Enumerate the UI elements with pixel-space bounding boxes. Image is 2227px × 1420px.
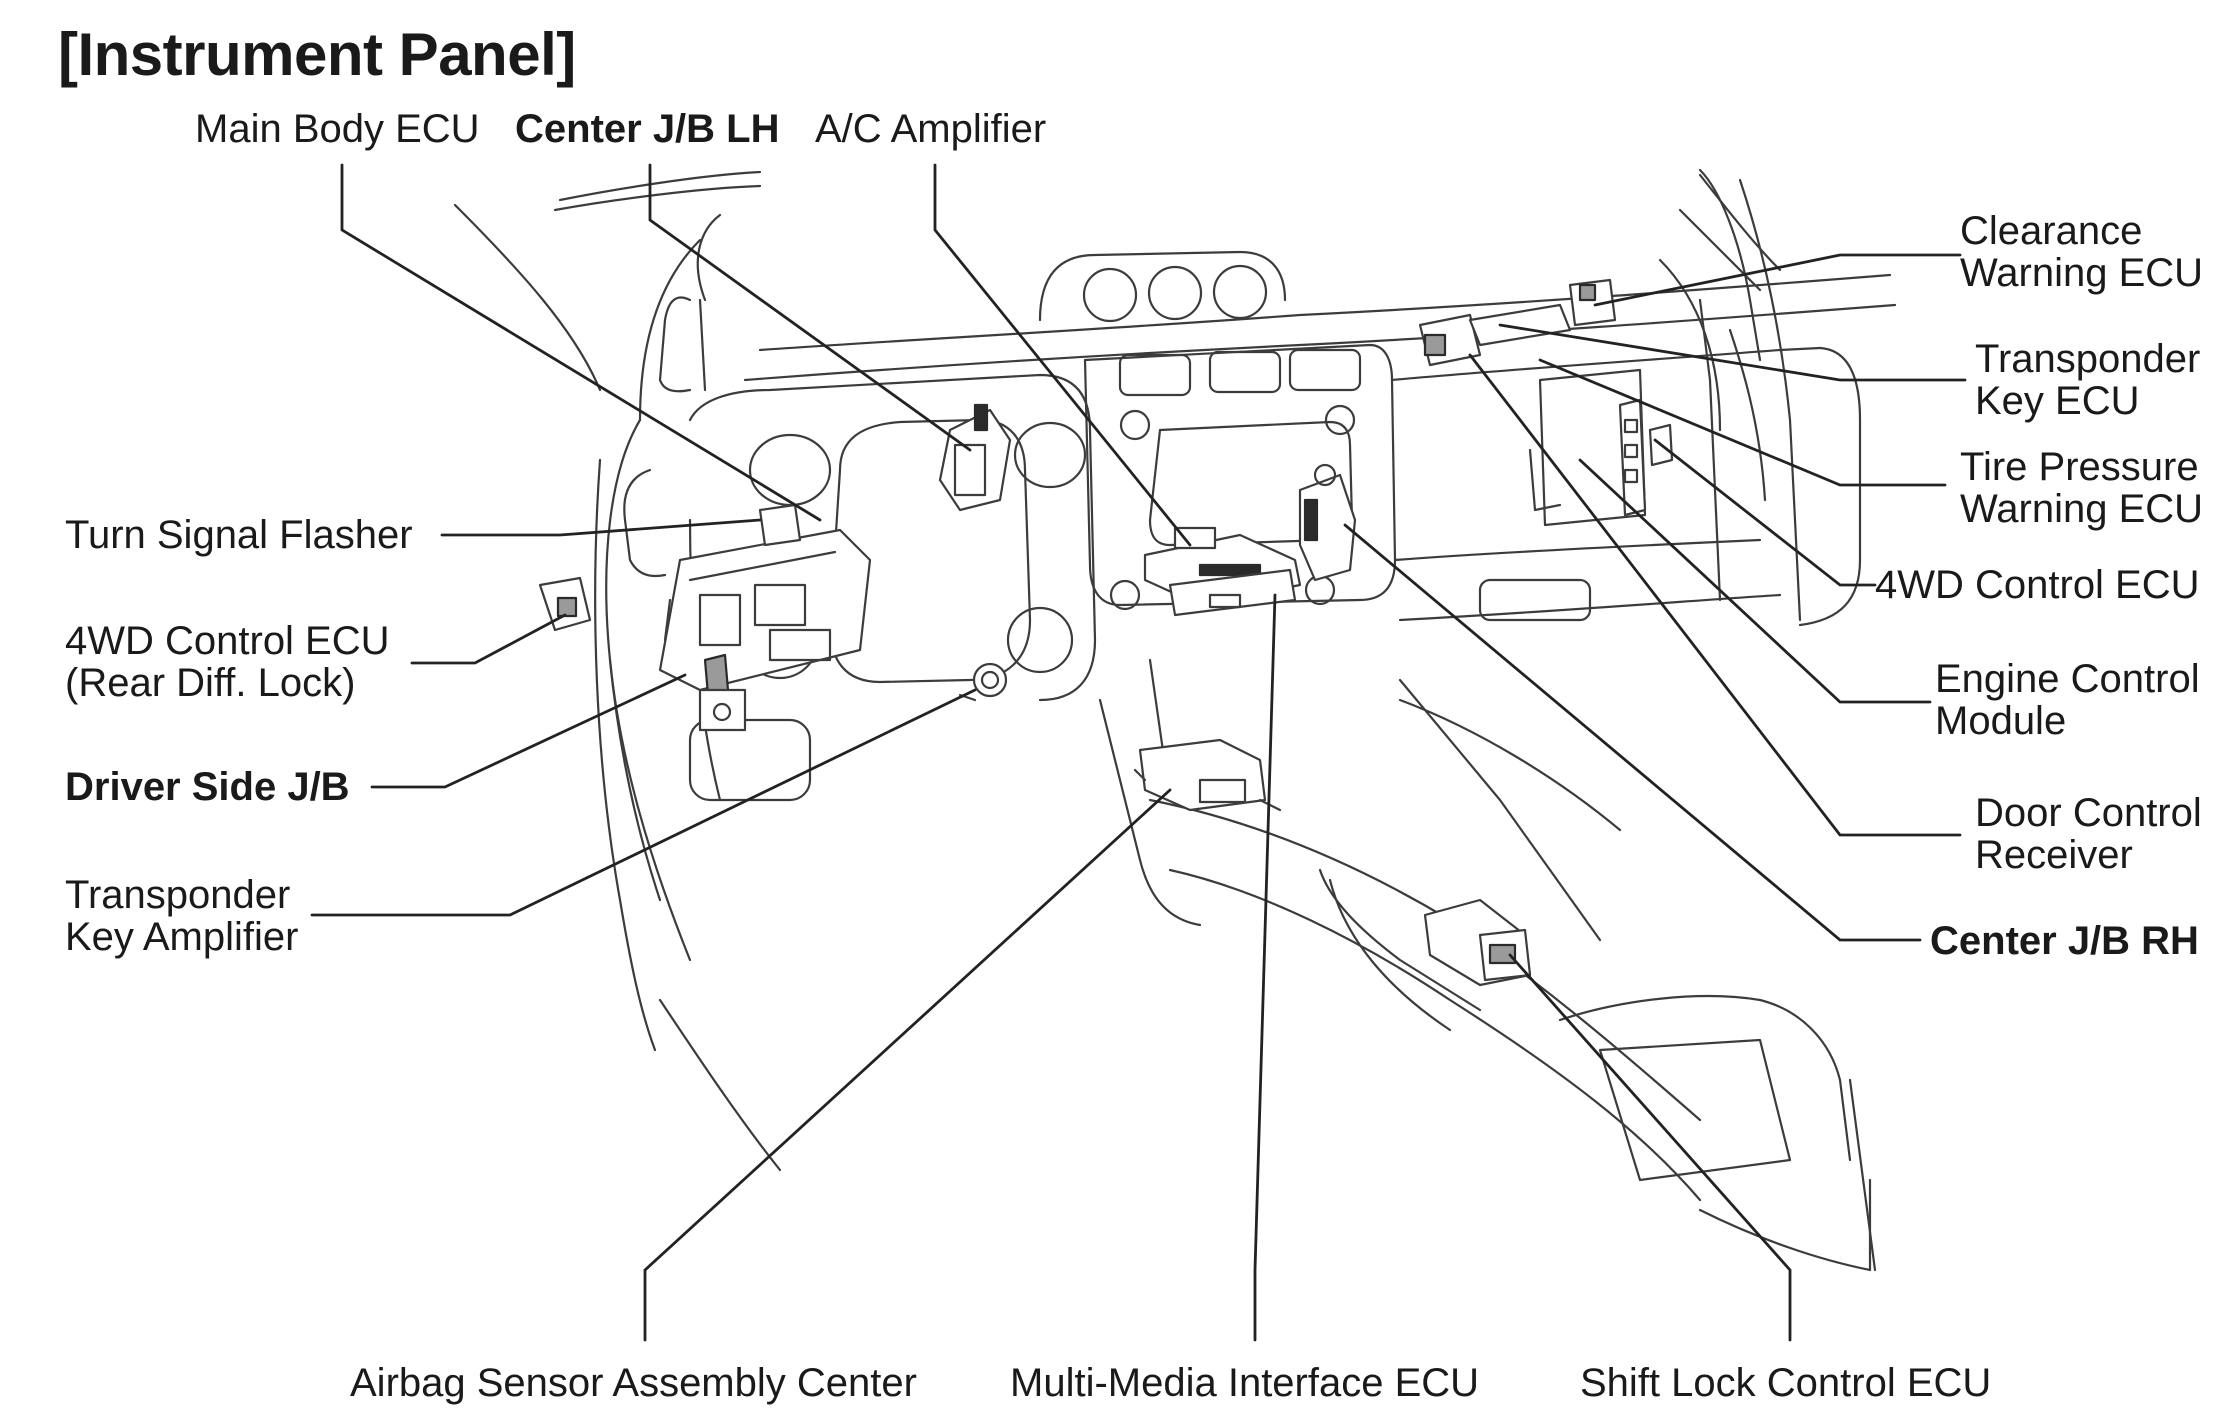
transponder-ring <box>972 662 1008 698</box>
label-multi-media-interface-ecu: Multi-Media Interface ECU <box>1010 1361 1480 1405</box>
4wd-rear-diff-lock-block <box>538 576 592 632</box>
leader-clearance-warning <box>1593 253 1962 307</box>
leader-door-control-receiver <box>1468 353 1962 837</box>
leader-ac-amplifier <box>933 163 1192 547</box>
top-right-connectors <box>1418 278 1617 367</box>
leader-transponder-key-amplifier <box>310 688 977 917</box>
label-airbag-sensor-assembly-center: Airbag Sensor Assembly Center <box>350 1361 917 1405</box>
leader-4wd-rear <box>410 613 567 665</box>
driver-side-jb-block <box>658 503 872 732</box>
leader-tire-pressure <box>1538 358 1947 487</box>
leader-airbag-sensor <box>643 788 1172 1342</box>
leader-multi-media <box>1253 593 1277 1342</box>
label-driver-side-jb: Driver Side J/B <box>65 765 350 809</box>
label-ac-amplifier: A/C Amplifier <box>815 107 1047 151</box>
component-blocks <box>538 278 1674 987</box>
leader-transponder-key-ecu <box>1498 323 1967 382</box>
a-pillar-line <box>453 203 602 392</box>
center-jb-rh-block <box>1298 463 1357 582</box>
label-shift-lock-control-ecu: Shift Lock Control ECU <box>1580 1361 1992 1405</box>
leader-center-jb-lh <box>648 163 972 452</box>
center-jb-lh-block <box>938 403 1012 512</box>
label-center-jb-rh: Center J/B RH <box>1930 919 2199 963</box>
label-4wd-control-ecu-rear: 4WD Control ECU(Rear Diff. Lock) <box>65 619 390 705</box>
label-4wd-control-ecu: 4WD Control ECU <box>1875 563 2200 607</box>
leader-shift-lock <box>1508 953 1792 1342</box>
leader-main-body-ecu <box>340 163 822 522</box>
label-turn-signal-flasher: Turn Signal Flasher <box>65 513 413 557</box>
shift-lock-block <box>1423 898 1532 987</box>
page-title: [Instrument Panel] <box>58 21 576 88</box>
engine-control-module-block <box>1528 368 1674 527</box>
leader-lines <box>310 163 1967 1342</box>
label-center-jb-lh: Center J/B LH <box>515 107 780 151</box>
dashboard-outline <box>453 168 1897 1272</box>
airbag-sensor-block <box>1133 738 1282 812</box>
leader-engine-control-module <box>1578 458 1932 704</box>
leader-driver-side-jb <box>370 673 687 789</box>
leader-4wd-control-ecu <box>1653 438 1877 587</box>
ac-amplifier-board <box>1143 526 1302 617</box>
leader-turn-signal-flasher <box>440 518 762 537</box>
label-main-body-ecu: Main Body ECU <box>195 107 480 151</box>
leader-center-jb-rh <box>1343 523 1922 942</box>
